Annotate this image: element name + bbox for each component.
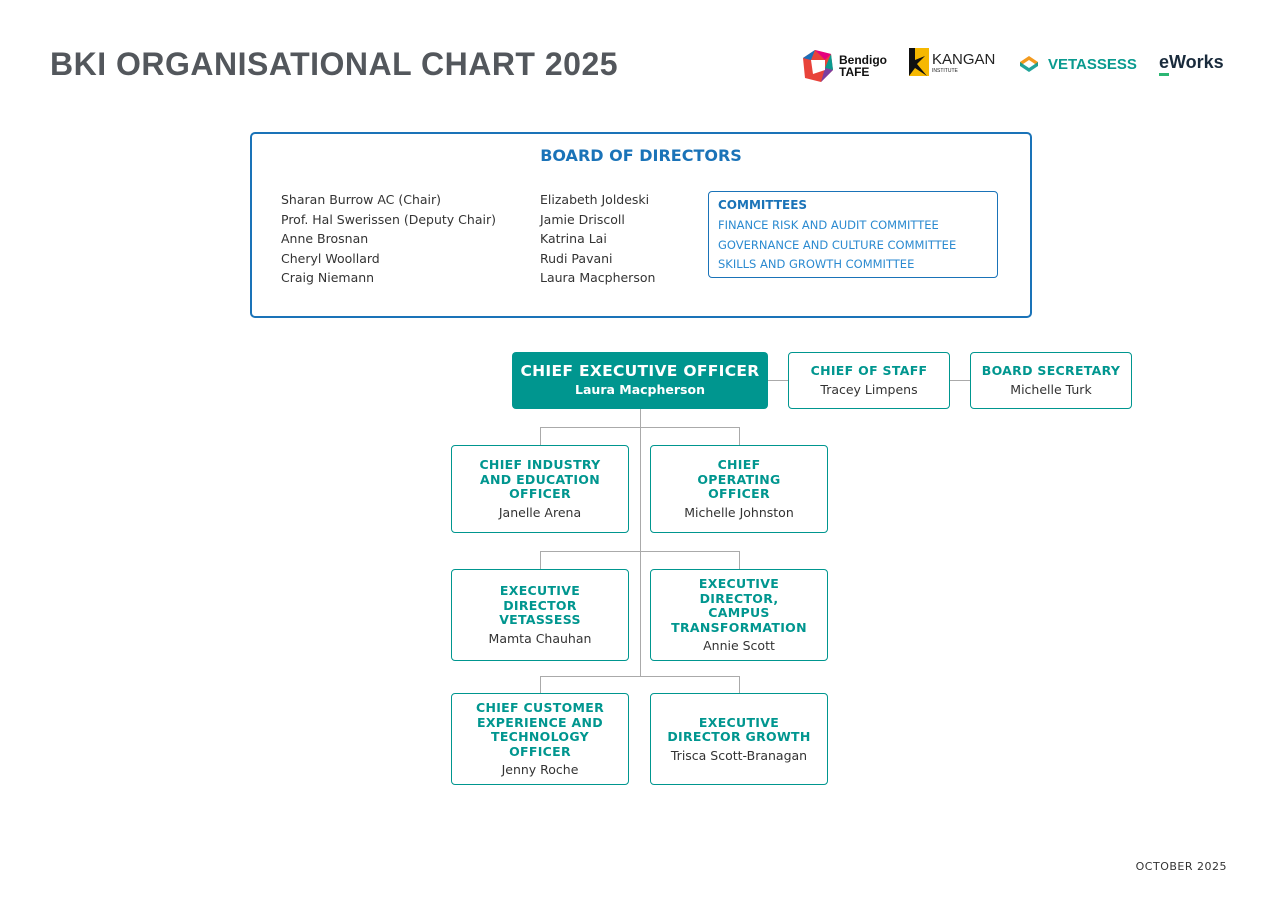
role-title: EXECUTIVE DIRECTOR VETASSESS [499, 583, 581, 628]
board-member: Sharan Burrow AC (Chair) [281, 192, 442, 207]
eworks-underline [1159, 73, 1169, 76]
board-member: Katrina Lai [540, 231, 607, 247]
person-name: Michelle Johnston [684, 504, 794, 520]
eworks-text: eWorks [1159, 52, 1224, 72]
connector-line [540, 551, 740, 552]
eworks-logo: eWorks [1159, 52, 1224, 76]
kangan-text: KANGAN [932, 50, 996, 68]
vetassess-text: VETASSESS [1048, 55, 1137, 73]
person-name: Annie Scott [703, 638, 775, 653]
connector-line [739, 551, 740, 569]
board-member: Anne Brosnan [281, 231, 369, 247]
report-box: CHIEF OPERATING OFFICER Michelle Johnsto… [650, 445, 828, 533]
vetassess-logo: VETASSESS [1018, 54, 1137, 74]
person-name: Laura Macpherson [575, 381, 705, 397]
connector-line [739, 427, 740, 445]
role-title: CHIEF EXECUTIVE OFFICER [520, 362, 760, 381]
report-box: CHIEF INDUSTRY AND EDUCATION OFFICER Jan… [451, 445, 629, 533]
kangan-logo-icon [909, 48, 929, 76]
connector-line [739, 676, 740, 693]
tafe-text: TAFE [839, 65, 870, 79]
committees-box: COMMITTEES FINANCE RISK AND AUDIT COMMIT… [708, 191, 998, 278]
person-name: Janelle Arena [498, 504, 582, 520]
role-title: CHIEF OPERATING OFFICER [697, 457, 781, 502]
board-of-directors-panel: BOARD OF DIRECTORS Sharan Burrow AC (Cha… [250, 132, 1032, 318]
vetassess-logo-icon [1020, 56, 1038, 72]
person-name: Michelle Turk [1010, 381, 1092, 397]
connector-line [640, 409, 641, 676]
role-title: BOARD SECRETARY [981, 363, 1121, 379]
board-member: Jamie Driscoll [540, 211, 625, 227]
committees-title: COMMITTEES [718, 198, 808, 212]
connector-line [540, 551, 541, 569]
board-secretary-box: BOARD SECRETARY Michelle Turk [970, 352, 1132, 409]
board-member: Cheryl Woollard [281, 250, 380, 266]
connector-line [540, 427, 740, 428]
connector-line [540, 676, 740, 677]
role-title: CHIEF OF STAFF [810, 363, 928, 379]
person-name: Jenny Roche [501, 762, 579, 777]
report-box: CHIEF CUSTOMER EXPERIENCE AND TECHNOLOGY… [451, 693, 629, 785]
page-title: BKI ORGANISATIONAL CHART 2025 [50, 46, 619, 82]
report-box: EXECUTIVE DIRECTOR VETASSESS Mamta Chauh… [451, 569, 629, 661]
person-name: Trisca Scott-Branagan [670, 747, 808, 763]
role-title: EXECUTIVE DIRECTOR GROWTH [667, 714, 811, 744]
person-name: Tracey Limpens [820, 381, 918, 397]
committee-item: SKILLS AND GROWTH COMMITTEE [718, 257, 915, 271]
connector-line [540, 427, 541, 445]
role-title: EXECUTIVE DIRECTOR, CAMPUS TRANSFORMATIO… [671, 576, 807, 635]
kangan-sub-text: INSTITUTE [932, 67, 958, 74]
role-title: CHIEF CUSTOMER EXPERIENCE AND TECHNOLOGY… [476, 700, 604, 759]
report-box: EXECUTIVE DIRECTOR GROWTH Trisca Scott-B… [650, 693, 828, 785]
board-member: Elizabeth Joldeski [540, 192, 650, 207]
role-title: CHIEF INDUSTRY AND EDUCATION OFFICER [479, 457, 601, 502]
board-member: Prof. Hal Swerissen (Deputy Chair) [281, 211, 496, 227]
ceo-box: CHIEF EXECUTIVE OFFICER Laura Macpherson [512, 352, 768, 409]
board-members-col1: Sharan Burrow AC (Chair) Prof. Hal Sweri… [281, 190, 496, 288]
bendigo-text: Bendigo [839, 53, 887, 67]
connector-line [540, 676, 541, 693]
chief-of-staff-box: CHIEF OF STAFF Tracey Limpens [788, 352, 950, 409]
committee-item: GOVERNANCE AND CULTURE COMMITTEE [718, 237, 957, 252]
board-title: BOARD OF DIRECTORS [540, 146, 742, 165]
board-member: Rudi Pavani [540, 250, 613, 266]
committee-item: FINANCE RISK AND AUDIT COMMITTEE [718, 218, 939, 232]
bendigo-logo-icon [803, 50, 833, 82]
date-label: OCTOBER 2025 [1135, 860, 1227, 873]
board-member: Laura Macpherson [540, 270, 656, 286]
board-members-col2: Elizabeth Joldeski Jamie Driscoll Katrin… [540, 190, 655, 288]
report-box: EXECUTIVE DIRECTOR, CAMPUS TRANSFORMATIO… [650, 569, 828, 661]
board-member: Craig Niemann [281, 270, 375, 286]
person-name: Mamta Chauhan [488, 630, 592, 646]
